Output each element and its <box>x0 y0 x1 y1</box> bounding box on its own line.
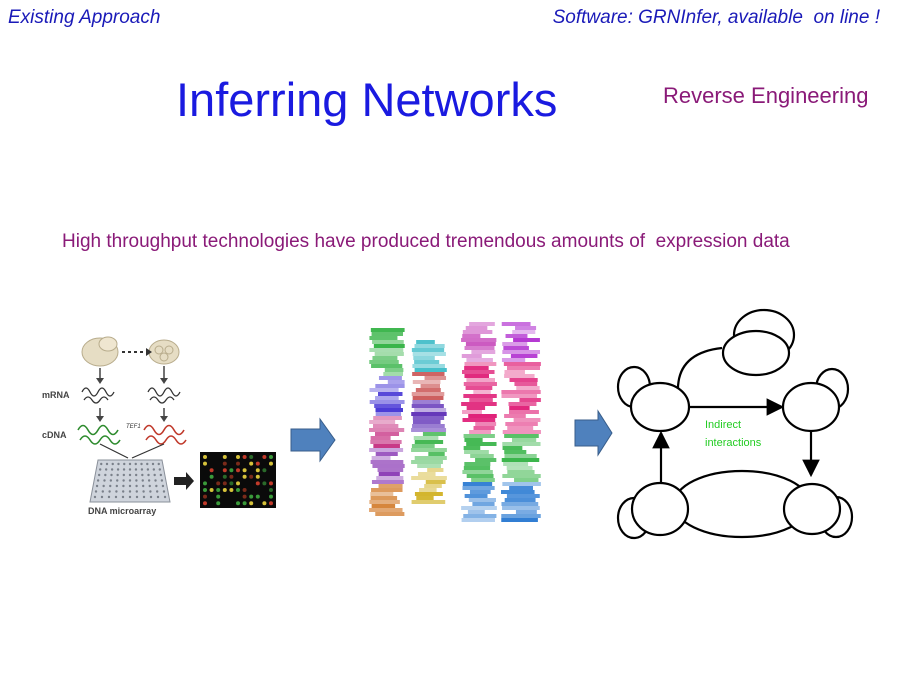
arrow-to-network <box>574 409 613 457</box>
software-note: Software: GRNInfer, available on line ! <box>552 7 880 28</box>
body-text: High throughput technologies have produc… <box>62 231 790 252</box>
slide-subtitle: Reverse Engineering <box>663 83 869 108</box>
network-node-top <box>721 329 791 377</box>
microarray-illustration: mRNA cDNA TEF1 DNA microarray <box>42 336 276 516</box>
existing-approach-label: Existing Approach <box>8 7 161 28</box>
mrna-label: mRNA <box>42 390 70 400</box>
gene-label: TEF1 <box>126 424 141 430</box>
cell-right-icon <box>148 339 180 365</box>
cdna-label: cDNA <box>42 430 67 440</box>
indirect-interactions-label: Indirect interactions <box>705 419 762 449</box>
network-node-right <box>781 381 841 433</box>
network-node-bottom-right <box>782 482 842 536</box>
arrow-to-expression-data <box>290 417 336 463</box>
network-node-left <box>629 381 691 433</box>
chip-label: DNA microarray <box>88 506 156 516</box>
expression-heatmap <box>369 322 541 522</box>
scanned-array-image <box>200 452 276 508</box>
network-diagram <box>616 308 854 540</box>
slide-title: Inferring Networks <box>176 73 558 126</box>
network-node-bottom-left <box>630 481 690 537</box>
